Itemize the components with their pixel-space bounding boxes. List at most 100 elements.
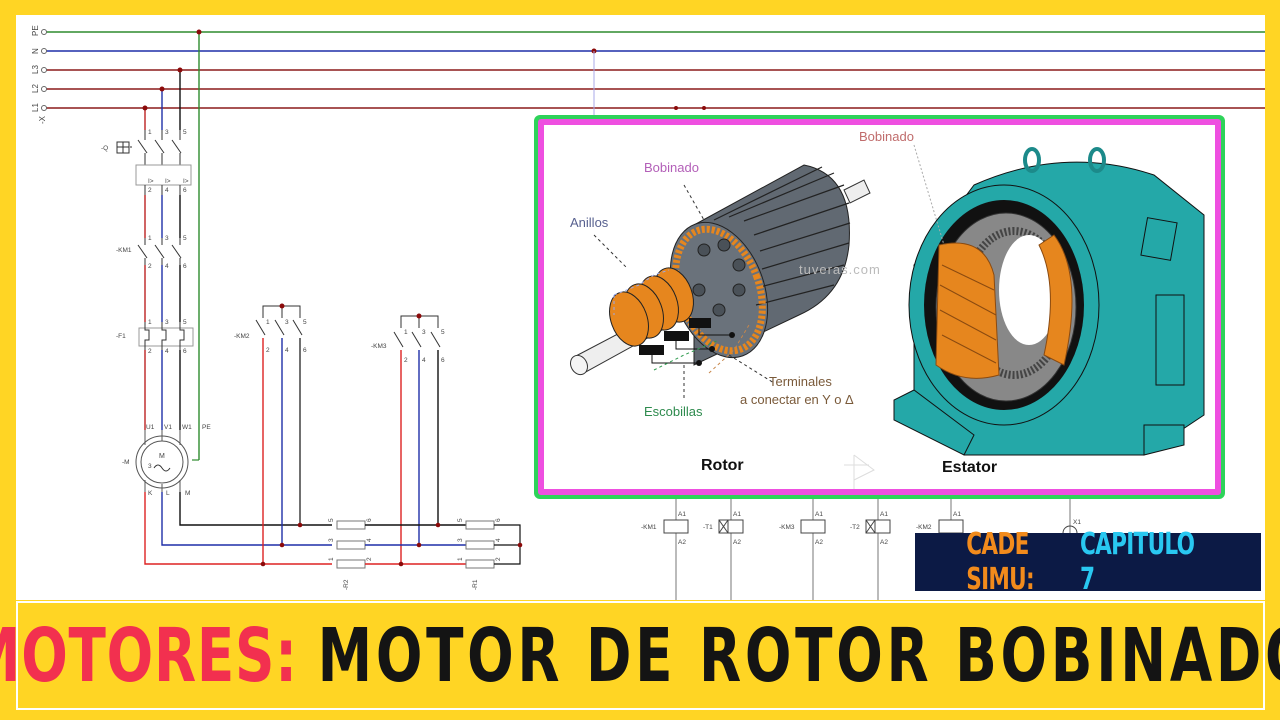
coil-tag-km1: -KM1 bbox=[641, 524, 657, 531]
svg-text:M: M bbox=[185, 490, 190, 497]
svg-text:PE: PE bbox=[202, 424, 211, 431]
svg-text:A1: A1 bbox=[733, 511, 741, 518]
svg-text:A1: A1 bbox=[880, 511, 888, 518]
svg-text:1: 1 bbox=[266, 319, 270, 326]
svg-text:L: L bbox=[166, 490, 170, 497]
bus-label-l3: L3 bbox=[31, 65, 40, 74]
svg-text:6: 6 bbox=[366, 518, 373, 522]
svg-text:6: 6 bbox=[441, 357, 445, 364]
svg-text:4: 4 bbox=[422, 357, 426, 364]
motor-phases: 3 bbox=[148, 463, 152, 470]
rotor-label-terminales-connect: a conectar en Y o Δ bbox=[740, 392, 854, 407]
km1-tag: -KM1 bbox=[116, 247, 132, 254]
lamp-tag: X1 bbox=[1073, 519, 1081, 526]
rotor-label-bobinado: Bobinado bbox=[644, 160, 699, 175]
svg-text:I>: I> bbox=[148, 178, 154, 185]
svg-text:3: 3 bbox=[285, 319, 289, 326]
bus-label-l2: L2 bbox=[31, 84, 40, 93]
svg-text:K: K bbox=[148, 490, 153, 497]
f1-tag: -F1 bbox=[116, 333, 126, 340]
svg-text:I>: I> bbox=[183, 178, 189, 185]
coil-tag-t2: -T2 bbox=[850, 524, 860, 531]
contactor-km1 bbox=[137, 238, 182, 265]
title-prefix: MOTORES: bbox=[0, 612, 298, 699]
rotor-label-anillos: Anillos bbox=[570, 215, 609, 230]
bus-label-n: N bbox=[31, 48, 40, 54]
svg-text:1: 1 bbox=[148, 235, 152, 242]
svg-text:4: 4 bbox=[165, 348, 169, 355]
km2-tag: -KM2 bbox=[234, 333, 250, 340]
coil-tag-km2: -KM2 bbox=[916, 524, 932, 531]
svg-text:4: 4 bbox=[495, 538, 502, 542]
watermark-text: tuveras.com bbox=[799, 262, 881, 277]
svg-text:A2: A2 bbox=[678, 539, 686, 546]
svg-text:3: 3 bbox=[165, 235, 169, 242]
breaker-q bbox=[116, 130, 192, 195]
resistor-r1 bbox=[465, 520, 495, 569]
svg-text:6: 6 bbox=[183, 187, 187, 194]
stator-caption: Estator bbox=[942, 459, 998, 476]
svg-text:2: 2 bbox=[495, 557, 502, 561]
rotor-drawing bbox=[570, 164, 871, 400]
motor-m bbox=[135, 430, 189, 492]
svg-text:3: 3 bbox=[457, 538, 464, 542]
svg-text:V1: V1 bbox=[164, 424, 172, 431]
r1-tag: -R1 bbox=[472, 579, 479, 590]
chapter-badge: CADE SIMU: CAPITULO 7 bbox=[915, 527, 1261, 597]
coil-km1 bbox=[663, 519, 689, 534]
coil-km2 bbox=[938, 519, 964, 534]
watermark-logo-icon bbox=[844, 454, 875, 489]
svg-text:1: 1 bbox=[404, 329, 408, 336]
svg-text:1: 1 bbox=[328, 557, 335, 561]
supply-terminal-tag: -X bbox=[38, 115, 47, 124]
svg-text:6: 6 bbox=[495, 518, 502, 522]
svg-text:2: 2 bbox=[266, 347, 270, 354]
motor-tag: -M bbox=[122, 459, 130, 466]
svg-text:3: 3 bbox=[422, 329, 426, 336]
svg-text:4: 4 bbox=[165, 263, 169, 270]
coil-t1 bbox=[718, 519, 744, 534]
svg-text:A1: A1 bbox=[953, 511, 961, 518]
thermal-relay-f1 bbox=[138, 322, 194, 350]
bus-label-l1: L1 bbox=[31, 103, 40, 112]
svg-text:5: 5 bbox=[183, 235, 187, 242]
rotor-label-escobillas: Escobillas bbox=[644, 404, 703, 419]
svg-text:4: 4 bbox=[165, 187, 169, 194]
svg-text:U1: U1 bbox=[146, 424, 155, 431]
badge-chapter: CAPITULO 7 bbox=[1079, 527, 1195, 597]
title-main: MOTOR DE ROTOR BOBINADO bbox=[317, 612, 1280, 699]
svg-text:5: 5 bbox=[457, 518, 464, 522]
km3-tag: -KM3 bbox=[371, 343, 387, 350]
coil-t2 bbox=[865, 519, 891, 534]
illustration-frame: Bobinado Anillos Escobillas Terminales a… bbox=[534, 115, 1225, 499]
svg-text:6: 6 bbox=[183, 348, 187, 355]
svg-text:A1: A1 bbox=[815, 511, 823, 518]
stator-label-bobinado: Bobinado bbox=[859, 129, 914, 144]
svg-text:4: 4 bbox=[285, 347, 289, 354]
coil-km3 bbox=[800, 519, 826, 534]
svg-text:2: 2 bbox=[148, 348, 152, 355]
svg-text:3: 3 bbox=[165, 129, 169, 136]
contactor-km3 bbox=[393, 315, 441, 348]
svg-text:5: 5 bbox=[183, 319, 187, 326]
bus-label-pe: PE bbox=[31, 25, 40, 36]
r2-tag: -R2 bbox=[343, 579, 350, 590]
svg-text:6: 6 bbox=[183, 263, 187, 270]
coil-tag-km3: -KM3 bbox=[779, 524, 795, 531]
svg-text:A2: A2 bbox=[733, 539, 741, 546]
svg-text:3: 3 bbox=[328, 538, 335, 542]
svg-text:4: 4 bbox=[366, 538, 373, 542]
resistor-r2 bbox=[336, 520, 366, 569]
coil-tag-t1: -T1 bbox=[703, 524, 713, 531]
breaker-tag: -Q bbox=[101, 145, 108, 152]
svg-text:2: 2 bbox=[148, 263, 152, 270]
svg-text:5: 5 bbox=[183, 129, 187, 136]
title-banner: MOTORES: MOTOR DE ROTOR BOBINADO bbox=[0, 601, 1280, 710]
rotor-stator-illustration: Bobinado Anillos Escobillas Terminales a… bbox=[544, 125, 1215, 489]
svg-text:1: 1 bbox=[148, 319, 152, 326]
svg-text:A1: A1 bbox=[678, 511, 686, 518]
svg-text:5: 5 bbox=[441, 329, 445, 336]
svg-text:1: 1 bbox=[148, 129, 152, 136]
stator-drawing bbox=[893, 144, 1205, 456]
